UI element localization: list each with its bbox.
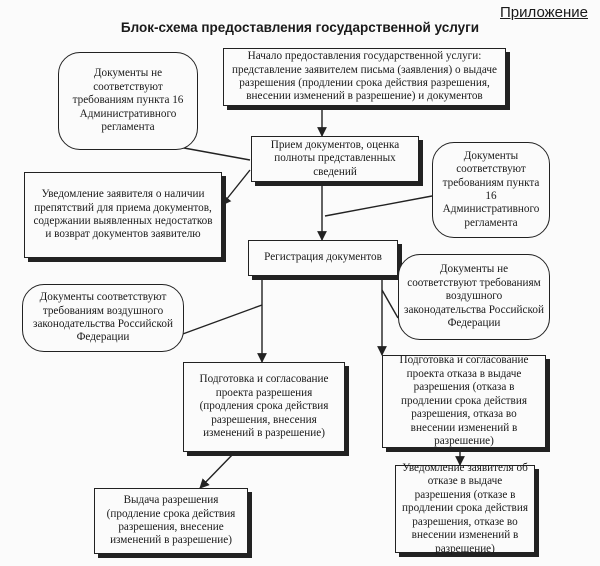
node-docs-not-match-air-law-text: Документы не соответствуют требованиям в… [404, 263, 544, 330]
node-prepare-refusal: Подготовка и согласование проекта отказа… [382, 354, 546, 448]
arrow-permit-to-issue [199, 451, 236, 489]
node-docs-not-match-air-law: Документы не соответствуют требованиям в… [398, 254, 550, 340]
appendix-label: Приложение [500, 4, 588, 21]
node-reception: Прием документов, оценка полноты предста… [251, 136, 419, 182]
node-registration-text: Регистрация документов [264, 251, 382, 264]
node-notify-obstacles-text: Уведомление заявителя о наличии препятст… [33, 188, 213, 241]
diagram-title: Блок-схема предоставления государственно… [120, 20, 480, 35]
node-registration: Регистрация документов [248, 240, 398, 276]
node-docs-match-air-law: Документы соответствуют требованиям возд… [22, 284, 184, 352]
node-reception-text: Прием документов, оценка полноты предста… [270, 138, 400, 178]
node-prepare-permit: Подготовка и согласование проекта разреш… [183, 362, 345, 452]
node-docs-match-p16: Документы соответствуют требованиям пунк… [432, 142, 550, 238]
node-notify-obstacles: Уведомление заявителя о наличии препятст… [24, 172, 222, 258]
node-issue-permit: Выдача разрешения (продление срока дейст… [94, 488, 248, 554]
pointer-not-match-air-law [381, 289, 399, 319]
node-docs-not-match-p16-text: Документы не соответствуют требованиям п… [72, 67, 184, 134]
arrow-reception-to-notify [221, 169, 251, 206]
node-prepare-permit-text: Подготовка и согласование проекта разреш… [199, 373, 329, 440]
node-docs-not-match-p16: Документы не соответствуют требованиям п… [58, 52, 198, 150]
pointer-match-p16 [324, 195, 433, 217]
node-docs-match-p16-text: Документы соответствуют требованиям пунк… [442, 149, 540, 229]
node-prepare-refusal-text: Подготовка и согласование проекта отказа… [399, 354, 529, 448]
node-issue-permit-text: Выдача разрешения (продление срока дейст… [106, 494, 236, 547]
node-notify-refusal: Уведомление заявителя об отказе в выдаче… [395, 461, 535, 555]
node-start-text: Начало предоставления государственной ус… [232, 50, 497, 103]
node-notify-refusal-text: Уведомление заявителя об отказе в выдаче… [402, 461, 528, 555]
node-docs-match-air-law-text: Документы соответствуют требованиям возд… [33, 291, 173, 344]
pointer-match-air-law [179, 304, 263, 336]
node-start: Начало предоставления государственной ус… [223, 48, 506, 106]
